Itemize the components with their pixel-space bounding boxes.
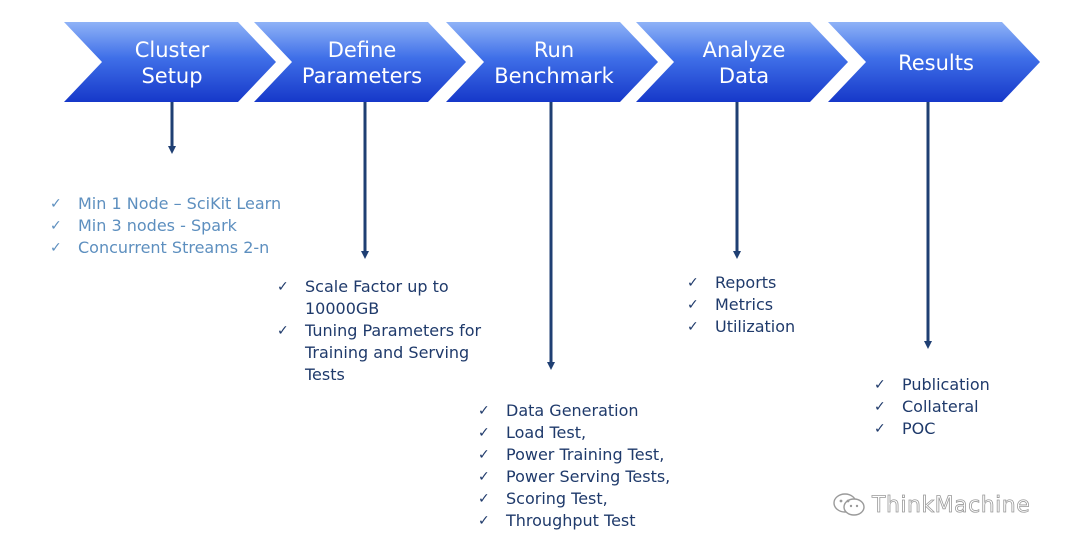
list-item: ✓ Publication bbox=[874, 374, 990, 396]
chevron-shape bbox=[828, 22, 1040, 102]
list-item: ✓ POC bbox=[874, 418, 990, 440]
list-item: ✓ Tuning Parameters for Training and Serv… bbox=[277, 320, 500, 386]
list-item: ✓ Utilization bbox=[687, 316, 795, 338]
list-item-label: Data Generation bbox=[506, 401, 639, 420]
checkmark-icon: ✓ bbox=[478, 513, 490, 529]
chevron-shape bbox=[64, 22, 276, 102]
stage-title-line: Parameters bbox=[302, 64, 422, 88]
checkmark-icon: ✓ bbox=[478, 425, 490, 441]
stage-title-line: Data bbox=[719, 64, 769, 88]
checkmark-icon: ✓ bbox=[478, 491, 490, 507]
list-item: ✓ Power Training Test, bbox=[478, 444, 670, 466]
results-list: ✓ Publication ✓ Collateral ✓ POC bbox=[874, 374, 990, 440]
cluster-setup-list: ✓ Min 1 Node – SciKit Learn ✓ Min 3 nodes … bbox=[50, 193, 281, 259]
list-item-label: Scoring Test, bbox=[506, 489, 608, 508]
list-item: ✓ Power Serving Tests, bbox=[478, 466, 670, 488]
checkmark-icon: ✓ bbox=[50, 196, 62, 212]
list-item: ✓ Min 3 nodes - Spark bbox=[50, 215, 281, 237]
stage-results: Results bbox=[828, 22, 1040, 102]
list-item: ✓ Data Generation bbox=[478, 400, 670, 422]
list-item-label: Utilization bbox=[715, 317, 796, 336]
list-item-label: POC bbox=[902, 419, 936, 438]
checkmark-icon: ✓ bbox=[874, 399, 886, 415]
checkmark-icon: ✓ bbox=[50, 218, 62, 234]
stage-title-line: Run bbox=[534, 38, 574, 62]
checkmark-icon: ✓ bbox=[687, 297, 699, 313]
list-item: ✓ Scale Factor up to 10000GB bbox=[277, 276, 500, 320]
list-item: ✓ Min 1 Node – SciKit Learn bbox=[50, 193, 281, 215]
svg-text:Results: Results bbox=[898, 51, 974, 75]
list-item: ✓ Concurrent Streams 2-n bbox=[50, 237, 281, 259]
checkmark-icon: ✓ bbox=[478, 447, 490, 463]
list-item: ✓ Load Test, bbox=[478, 422, 670, 444]
list-item-label: Reports bbox=[715, 273, 777, 292]
list-item-label: Publication bbox=[902, 375, 990, 394]
list-item-label: Collateral bbox=[902, 397, 979, 416]
list-item-label: Min 3 nodes - Spark bbox=[78, 216, 237, 235]
checkmark-icon: ✓ bbox=[277, 279, 289, 295]
run-benchmark-list: ✓ Data Generation ✓ Load Test, ✓ Power Trai… bbox=[478, 400, 670, 532]
list-item-label: Load Test, bbox=[506, 423, 587, 442]
stage-title-line: Cluster bbox=[135, 38, 210, 62]
list-item-label: Concurrent Streams 2-n bbox=[78, 238, 270, 257]
watermark: ThinkMachine bbox=[832, 492, 1030, 518]
list-item: ✓ Collateral bbox=[874, 396, 990, 418]
checkmark-icon: ✓ bbox=[478, 469, 490, 485]
checkmark-icon: ✓ bbox=[874, 421, 886, 437]
list-item: ✓ Metrics bbox=[687, 294, 795, 316]
stage-title-line: Setup bbox=[141, 64, 202, 88]
list-item-label: Scale Factor up to 10000GB bbox=[305, 277, 449, 318]
checkmark-icon: ✓ bbox=[478, 403, 490, 419]
list-item: ✓ Throughput Test bbox=[478, 510, 670, 532]
stage-title-line: Analyze bbox=[703, 38, 786, 62]
stage-title-line: Results bbox=[898, 51, 974, 75]
list-item-label: Min 1 Node – SciKit Learn bbox=[78, 194, 282, 213]
list-item-label: Throughput Test bbox=[506, 511, 636, 530]
checkmark-icon: ✓ bbox=[687, 319, 699, 335]
list-item-label: Power Training Test, bbox=[506, 445, 665, 464]
define-parameters-list: ✓ Scale Factor up to 10000GB ✓ Tuning Para… bbox=[277, 276, 500, 386]
list-item-label: Metrics bbox=[715, 295, 774, 314]
list-item-label: Tuning Parameters for Training and Servi… bbox=[305, 321, 482, 384]
checkmark-icon: ✓ bbox=[874, 377, 886, 393]
list-item: ✓ Reports bbox=[687, 272, 795, 294]
stage-title-line: Define bbox=[328, 38, 397, 62]
wechat-icon bbox=[833, 493, 865, 516]
analyze-data-list: ✓ Reports ✓ Metrics ✓ Utilization bbox=[687, 272, 795, 338]
chevron-shape bbox=[254, 22, 466, 102]
list-item: ✓ Scoring Test, bbox=[478, 488, 670, 510]
chevron-shape bbox=[446, 22, 658, 102]
chevron-shape bbox=[636, 22, 848, 102]
checkmark-icon: ✓ bbox=[277, 323, 289, 339]
stage-title-line: Benchmark bbox=[494, 64, 614, 88]
checkmark-icon: ✓ bbox=[687, 275, 699, 291]
checkmark-icon: ✓ bbox=[50, 240, 62, 256]
watermark-text: ThinkMachine bbox=[872, 492, 1031, 518]
list-item-label: Power Serving Tests, bbox=[506, 467, 671, 486]
